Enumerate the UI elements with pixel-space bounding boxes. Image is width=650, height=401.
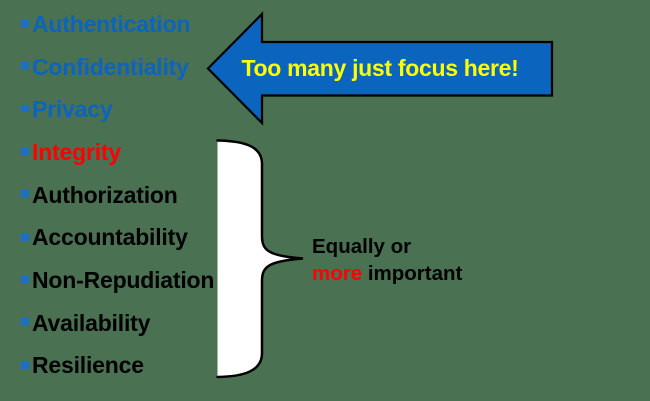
list-item-label: Non-Repudiation <box>32 266 215 293</box>
bullet-square-icon <box>21 233 29 241</box>
brace-annotation-line1-text: Equally or <box>312 235 412 258</box>
list-item: Availability <box>0 302 230 345</box>
right-brace-shape <box>216 139 304 379</box>
bullet-square-icon <box>21 190 29 198</box>
list-item: Authorization <box>0 174 230 217</box>
list-item: Non-Repudiation <box>0 259 230 302</box>
list-item-label: Accountability <box>32 224 188 251</box>
brace-annotation-rest-text: important <box>362 262 463 285</box>
list-item-label: Resilience <box>32 352 144 379</box>
list-item-label: Integrity <box>32 138 121 165</box>
brace-annotation: Equally or more important <box>312 233 462 287</box>
list-item: Accountability <box>0 216 230 259</box>
list-item: Confidentiality <box>0 46 230 89</box>
list-item: Authentication <box>0 3 230 46</box>
arrow-callout-label: Too many just focus here! <box>241 55 519 82</box>
brace-annotation-line1: Equally or <box>312 233 462 260</box>
list-item: Privacy <box>0 88 230 131</box>
bullet-square-icon <box>21 318 29 326</box>
list-item-label: Authentication <box>32 10 191 37</box>
list-item-label: Confidentiality <box>32 53 189 80</box>
list-item: Integrity <box>0 131 230 174</box>
bullet-square-icon <box>21 147 29 156</box>
bullet-square-icon <box>21 19 29 28</box>
list-item-label: Availability <box>32 309 151 336</box>
list-item-label: Authorization <box>32 181 178 208</box>
list-item: Resilience <box>0 345 230 388</box>
brace-annotation-highlight-text: more <box>312 262 363 285</box>
bullet-square-icon <box>21 104 29 113</box>
bullet-square-icon <box>21 275 29 284</box>
brace-annotation-line2: more important <box>312 260 462 287</box>
left-arrow-shape <box>206 11 554 126</box>
bullet-square-icon <box>21 62 29 70</box>
bullet-square-icon <box>21 361 29 369</box>
list-item-label: Privacy <box>32 96 113 123</box>
